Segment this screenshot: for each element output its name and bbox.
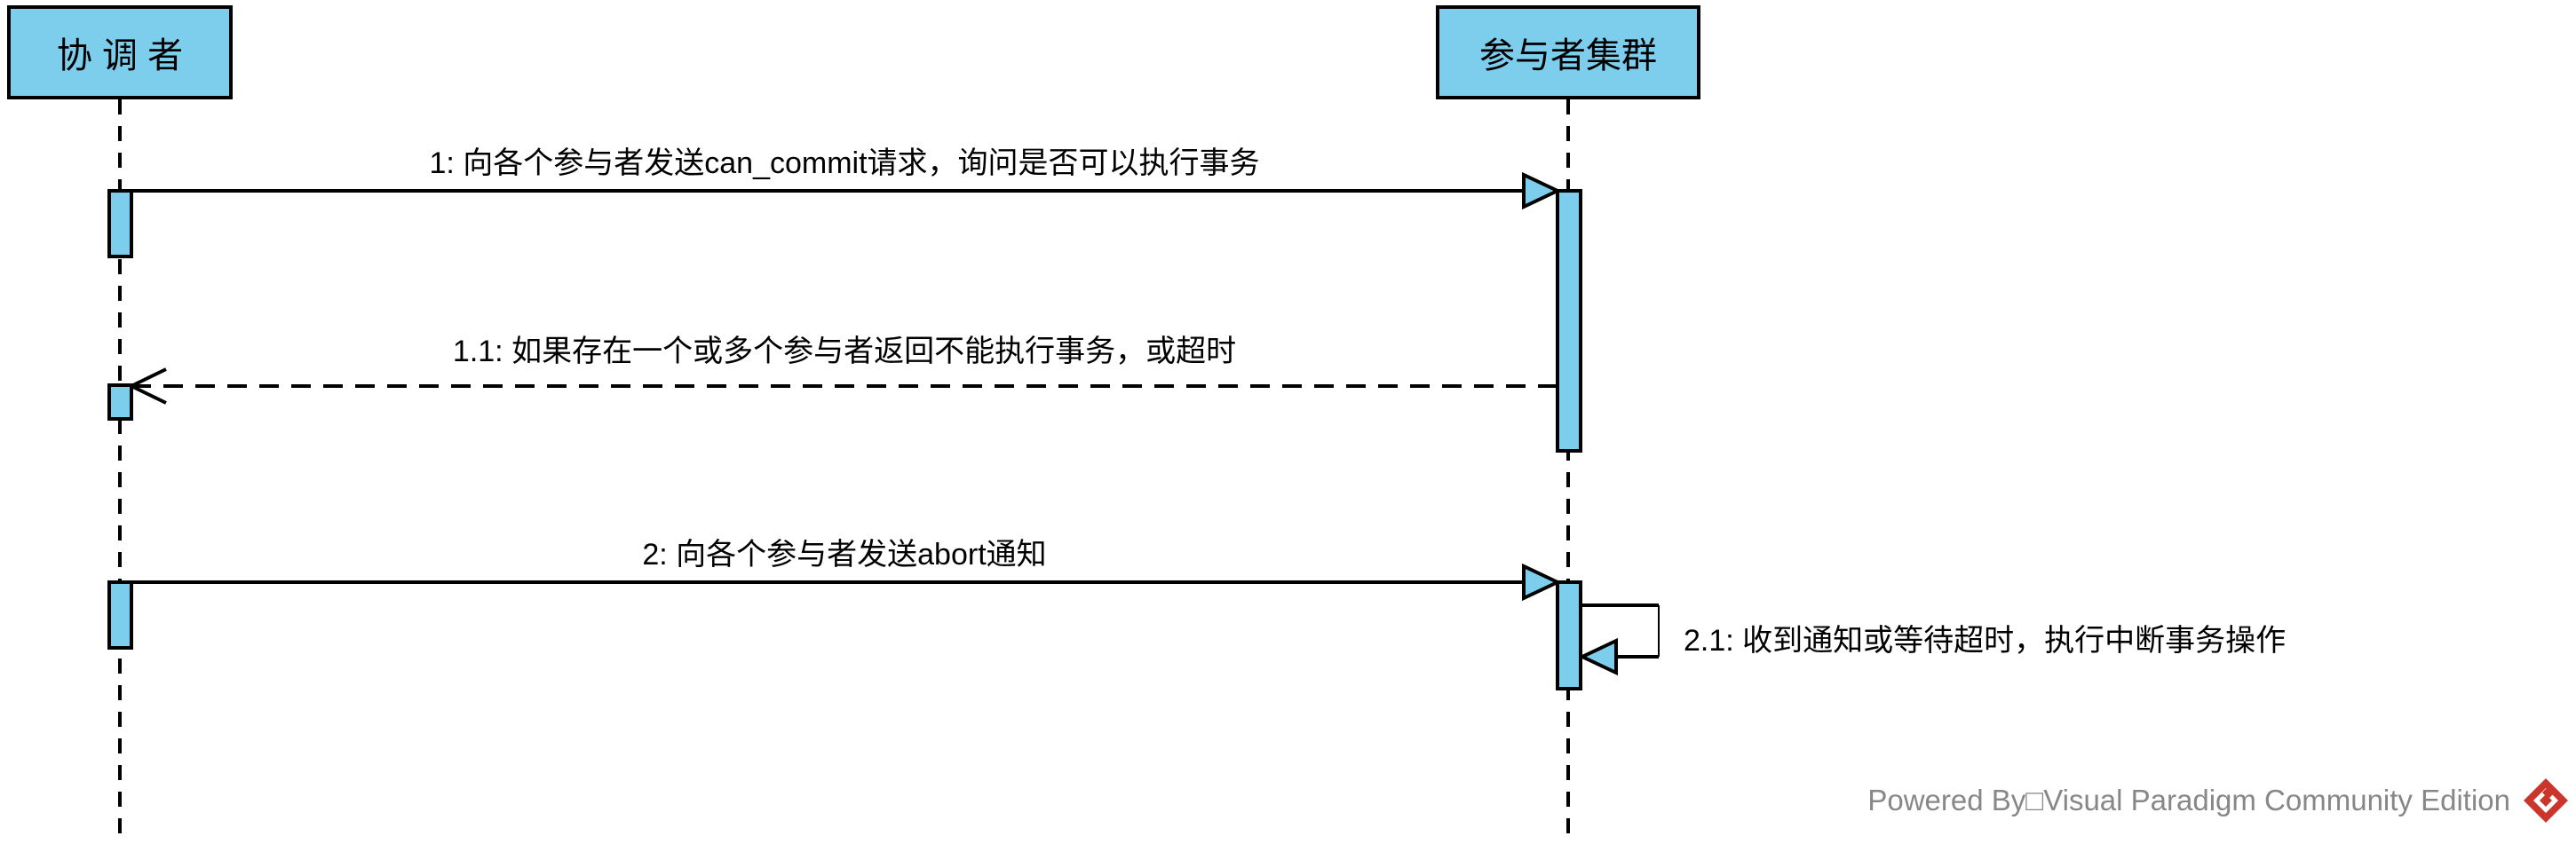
activation-coordinator-2 — [107, 383, 133, 421]
actor-participants-label: 参与者集群 — [1479, 36, 1657, 75]
actor-participants-box: 参与者集群 — [1436, 5, 1700, 99]
activation-participants-1 — [1556, 189, 1582, 453]
watermark-text: Powered By□Visual Paradigm Community Edi… — [1867, 784, 2510, 816]
watermark: Powered By□Visual Paradigm Community Edi… — [1867, 777, 2569, 824]
message-2-1-label: 2.1: 收到通知或等待超时，执行中断事务操作 — [1684, 624, 2287, 658]
message-1-arrowhead-icon — [1522, 171, 1562, 210]
message-1-1-label: 1.1: 如果存在一个或多个参与者返回不能执行事务，或超时 — [452, 335, 1237, 368]
visual-paradigm-logo-icon — [2524, 778, 2568, 823]
activation-coordinator-3 — [107, 580, 133, 650]
message-2-arrowhead-icon — [1522, 563, 1562, 602]
self-message-arrowhead-icon — [1578, 637, 1618, 676]
actor-coordinator-label: 协 调 者 — [56, 36, 184, 75]
message-2-label: 2: 向各个参与者发送abort通知 — [642, 538, 1047, 572]
activation-participants-2 — [1556, 580, 1582, 690]
activation-coordinator-1 — [107, 189, 133, 258]
actor-coordinator-box: 协 调 者 — [7, 5, 233, 99]
message-1-label: 1: 向各个参与者发送can_commit请求，询问是否可以执行事务 — [429, 146, 1260, 180]
